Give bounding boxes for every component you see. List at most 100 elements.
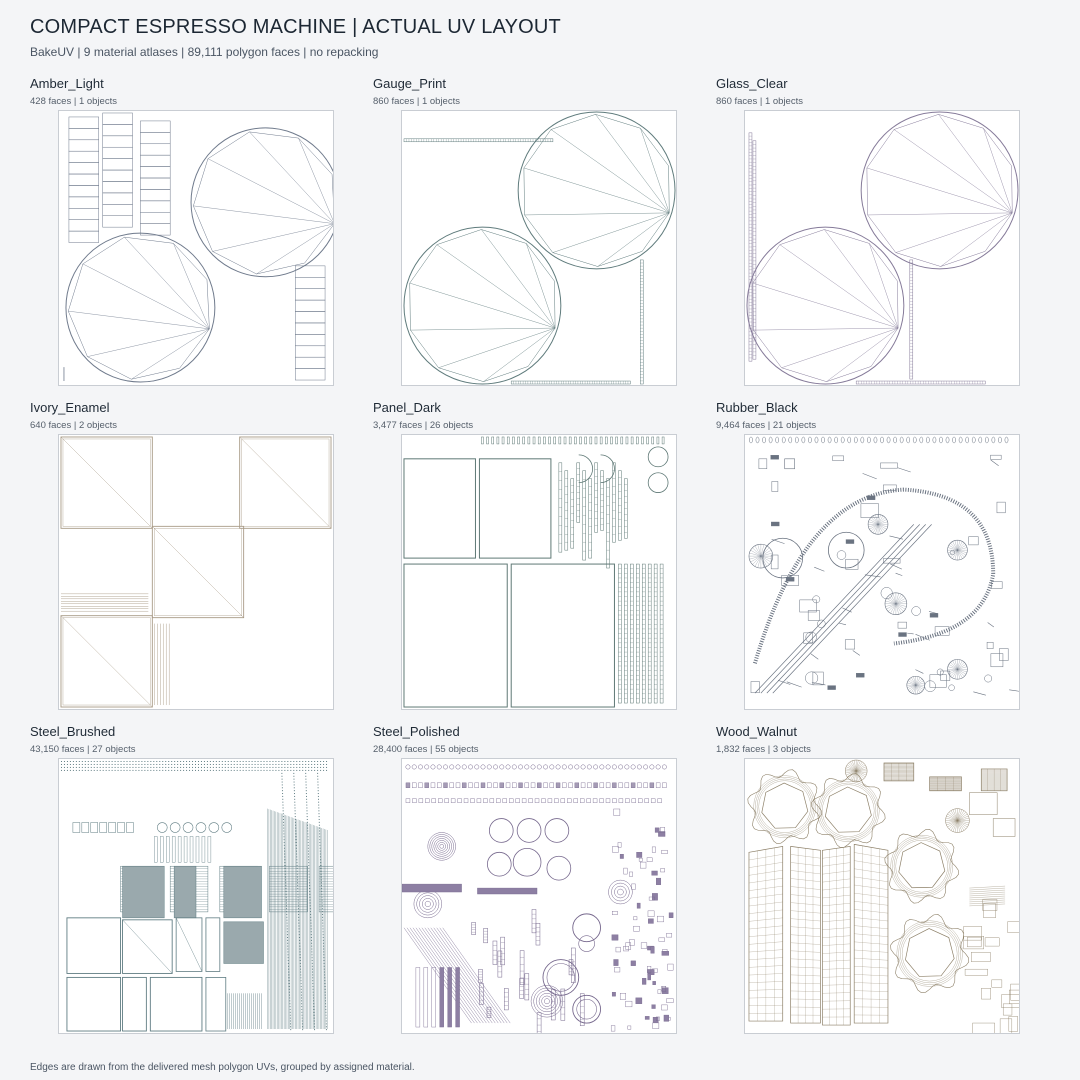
uv-island (1010, 983, 1019, 1001)
uv-island (990, 653, 1004, 668)
uv-island (325, 1017, 327, 1019)
uv-island (102, 146, 133, 159)
uv-island (251, 763, 253, 765)
uv-edge (821, 436, 825, 444)
uv-island (284, 859, 286, 861)
uv-island (295, 368, 326, 381)
uv-island (205, 977, 227, 1032)
uv-island (296, 763, 298, 765)
uv-island (180, 760, 182, 762)
uv-edge (788, 436, 793, 444)
uv-island (631, 798, 636, 803)
uv-island (68, 230, 99, 243)
uv-edge (239, 436, 332, 529)
uv-island (496, 436, 500, 445)
uv-island (144, 763, 146, 765)
uv-island (549, 764, 555, 770)
uv-island (429, 834, 454, 859)
uv-island (66, 976, 121, 1032)
uv-island (666, 933, 673, 938)
uv-island (320, 862, 322, 864)
uv-edge (757, 556, 762, 568)
uv-island (320, 867, 322, 869)
uv-edge (957, 820, 969, 826)
uv-island (584, 436, 587, 445)
uv-atlas (58, 758, 334, 1034)
uv-island (781, 575, 799, 586)
uv-island (536, 990, 558, 1013)
uv-island (324, 985, 326, 987)
uv-island (324, 977, 326, 979)
uv-edge (754, 556, 761, 567)
uv-island (153, 769, 155, 771)
uv-island (486, 436, 489, 445)
uv-edge (911, 685, 916, 693)
uv-edge (947, 547, 958, 551)
uv-edge (779, 244, 899, 329)
uv-island (633, 916, 638, 921)
uv-island (203, 760, 205, 762)
uv-edge (427, 927, 496, 1024)
uv-island (218, 760, 220, 762)
uv-island (486, 764, 492, 770)
uv-edge (957, 543, 965, 551)
uv-island (305, 760, 307, 762)
uv-island (605, 764, 611, 770)
uv-island (275, 763, 277, 765)
uv-edge (954, 550, 958, 560)
uv-island (614, 885, 627, 899)
uv-island (293, 784, 295, 786)
uv-island (299, 957, 301, 959)
uv-island (230, 766, 232, 768)
uv-island (311, 968, 313, 970)
uv-island (102, 192, 133, 205)
uv-island (227, 769, 229, 771)
uv-edge (826, 327, 899, 382)
uv-island (648, 896, 655, 901)
uv-edge (842, 607, 852, 613)
uv-island (574, 764, 580, 770)
uv-edge (909, 678, 916, 686)
uv-island (617, 888, 624, 896)
uv-island (437, 782, 442, 788)
uv-island (159, 760, 161, 762)
uv-island (299, 965, 301, 967)
uv-island (554, 798, 559, 803)
uv-island (320, 885, 322, 887)
uv-island (197, 760, 199, 762)
uv-island (299, 960, 301, 962)
uv-island (430, 782, 436, 788)
uv-island (275, 766, 277, 768)
uv-island (236, 769, 238, 771)
uv-island (493, 764, 498, 770)
uv-island (102, 112, 133, 125)
uv-edge (919, 436, 924, 444)
uv-edge (895, 603, 906, 610)
uv-island (286, 931, 288, 933)
uv-island (812, 671, 824, 686)
uv-island (901, 925, 958, 982)
uv-island (299, 760, 301, 762)
uv-island (206, 766, 208, 768)
uv-island (981, 988, 991, 1000)
uv-island (285, 902, 287, 904)
uv-island (543, 764, 548, 770)
uv-island (322, 925, 324, 927)
uv-island (156, 769, 158, 771)
uv-island (200, 760, 202, 762)
uv-edge (781, 327, 899, 368)
uv-island (248, 766, 250, 768)
uv-island (87, 769, 89, 771)
uv-island (320, 763, 322, 765)
uv-island (308, 867, 310, 869)
uv-island (536, 1012, 542, 1033)
uv-island (405, 782, 411, 788)
uv-island (174, 760, 176, 762)
uv-island (93, 769, 95, 771)
uv-edge (768, 436, 773, 444)
uv-edge (856, 764, 866, 772)
uv-island (144, 766, 146, 768)
uv-island (300, 991, 302, 993)
uv-island (324, 988, 326, 990)
uv-island (326, 766, 328, 768)
